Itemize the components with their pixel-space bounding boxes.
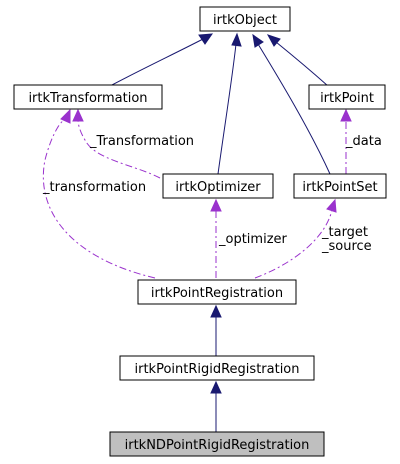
node-irtk-transformation[interactable]: irtkTransformation	[13, 84, 163, 110]
label-optimizer: _optimizer	[218, 232, 288, 247]
arrowhead-point-object	[266, 34, 281, 47]
node-label: irtkPointRegistration	[151, 286, 283, 301]
edge-optimizer-uses-transformation	[77, 119, 161, 179]
edge-pointset-to-object	[257, 43, 331, 175]
node-irtk-pointset[interactable]: irtkPointSet	[293, 173, 387, 199]
label-target: _target	[321, 225, 368, 240]
arrowhead-nd-rigid	[210, 380, 222, 394]
edge-point-to-object	[275, 41, 329, 87]
inheritance-edges	[109, 32, 331, 432]
arrowhead-transformation-object	[198, 33, 214, 45]
arrowhead-registration-optimizer	[210, 198, 222, 212]
node-label: irtkOptimizer	[175, 180, 261, 195]
label-data: _data	[345, 134, 382, 149]
node-irtk-optimizer[interactable]: irtkOptimizer	[162, 173, 274, 199]
node-label: irtkObject	[213, 13, 277, 28]
node-irtk-object[interactable]: irtkObject	[199, 6, 291, 32]
label-source: _source	[321, 239, 372, 254]
arrowhead-pointset-point	[340, 108, 352, 122]
node-irtk-nd-point-rigid-registration[interactable]: irtkNDPointRigidRegistration	[109, 431, 325, 457]
node-label: irtkPointRigidRegistration	[134, 362, 299, 377]
arrowhead-registration-transformation	[60, 108, 71, 124]
arrowhead-registration-pointset	[326, 198, 337, 213]
edge-registration-uses-transformation	[42, 119, 156, 279]
edge-transformation-to-object	[109, 37, 206, 87]
arrowhead-optimizer-object	[231, 32, 242, 47]
arrowhead-optimizer-transformation	[72, 108, 84, 122]
edge-labels: _Transformation _data _transformation _o…	[42, 134, 382, 254]
edge-registration-uses-pointset	[254, 209, 333, 279]
usage-edges	[42, 108, 352, 279]
node-label: irtkPointSet	[302, 180, 377, 195]
node-label: irtkPoint	[320, 91, 374, 106]
node-label: irtkNDPointRigidRegistration	[125, 438, 310, 453]
node-irtk-point[interactable]: irtkPoint	[308, 84, 386, 110]
label-transformation-upper: _Transformation	[89, 134, 194, 149]
arrowhead-rigid-registration	[210, 304, 222, 318]
arrowhead-pointset-object	[252, 33, 264, 48]
label-transformation-lower: _transformation	[42, 180, 146, 195]
node-label: irtkTransformation	[28, 91, 147, 106]
node-irtk-point-registration[interactable]: irtkPointRegistration	[137, 279, 297, 305]
edge-optimizer-to-object	[217, 43, 237, 175]
node-irtk-point-rigid-registration[interactable]: irtkPointRigidRegistration	[119, 355, 315, 381]
